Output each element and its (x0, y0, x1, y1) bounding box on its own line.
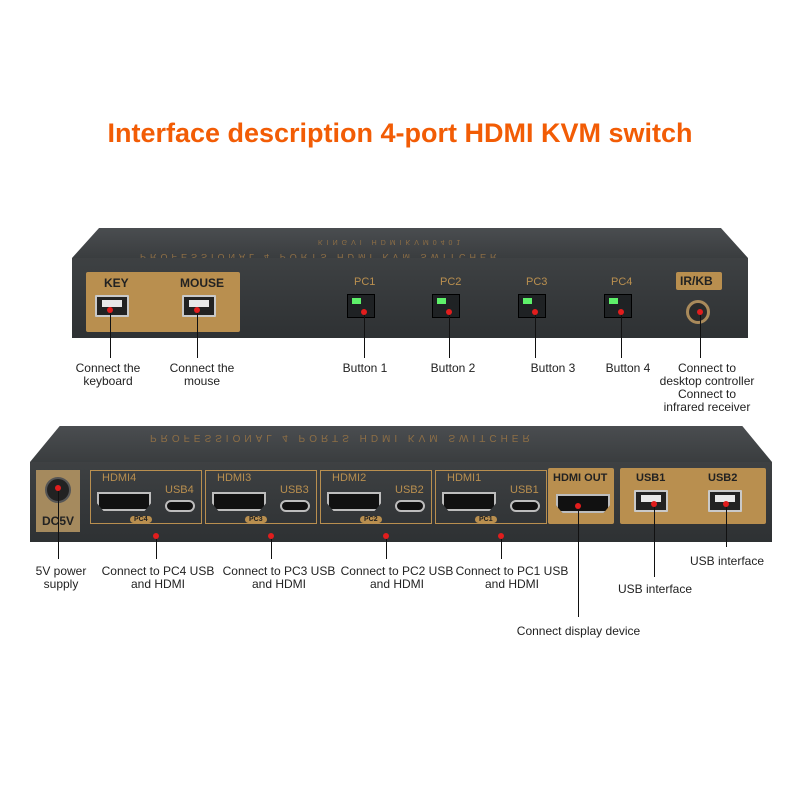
usb1-caption: USB interface (617, 582, 693, 596)
button4-leader (621, 315, 622, 358)
key-label: KEY (104, 276, 129, 290)
pc1-tag: PC1 (475, 516, 497, 523)
button1-caption: Button 1 (342, 361, 388, 375)
hdmi2-group (320, 470, 432, 524)
pc4-button[interactable] (604, 294, 632, 318)
usb2-caption: USB interface (689, 554, 765, 568)
power-dot (55, 485, 61, 491)
hdmi1-port[interactable] (442, 492, 496, 511)
button4-caption: Button 4 (605, 361, 651, 375)
display-caption: Connect display device (516, 624, 641, 638)
hdmi3-port[interactable] (212, 492, 266, 511)
mouse-caption: Connect the mouse (169, 361, 235, 388)
pc3-tag: PC3 (245, 516, 267, 523)
pc1-caption: Connect to PC1 USB and HDMI (455, 564, 569, 591)
pc1-dot (498, 533, 504, 539)
button3-caption: Button 3 (530, 361, 576, 375)
pc2-dot (383, 533, 389, 539)
pc3-dot (268, 533, 274, 539)
usb1-dot (651, 501, 657, 507)
usb1-leader (654, 507, 655, 577)
mouse-leader (197, 313, 198, 358)
usb1-back-label: USB1 (510, 484, 539, 496)
usb2-back-label: USB2 (395, 484, 424, 496)
usb2-dot (723, 501, 729, 507)
power-caption: 5V power supply (35, 564, 87, 591)
pc4-caption: Connect to PC4 USB and HDMI (101, 564, 215, 591)
keyboard-dot (107, 307, 113, 313)
front-panel-top (72, 228, 748, 258)
pc4-dot (153, 533, 159, 539)
hdmi2-port[interactable] (327, 492, 381, 511)
button2-leader (449, 315, 450, 358)
pc2-tag: PC2 (360, 516, 382, 523)
hdmi4-group (90, 470, 202, 524)
pc4-led (609, 298, 618, 304)
pc4-tag: PC4 (130, 516, 152, 523)
page-title: Interface description 4-port HDMI KVM sw… (107, 118, 693, 148)
pc2-caption: Connect to PC2 USB and HDMI (340, 564, 454, 591)
pc3-caption: Connect to PC3 USB and HDMI (222, 564, 336, 591)
button3-leader (535, 315, 536, 358)
irkb-caption: Connect to desktop controller Connect to… (659, 361, 755, 414)
usb4-label: USB4 (165, 484, 194, 496)
irkb-leader (700, 315, 701, 358)
irkb-label-box (676, 272, 722, 290)
mouse-label: MOUSE (180, 276, 225, 290)
usb2-pc-port[interactable] (395, 500, 425, 512)
pc2-button[interactable] (432, 294, 460, 318)
pc2-led (437, 298, 446, 304)
pc3-label: PC3 (526, 276, 548, 288)
pc3-button[interactable] (518, 294, 546, 318)
back-header-text: PROFESSIONAL 4 PORTS HDMI KVM SWITCHER (150, 432, 534, 443)
pc1-button[interactable] (347, 294, 375, 318)
usb3-port[interactable] (280, 500, 310, 512)
button2-dot (446, 309, 452, 315)
keyboard-leader (110, 313, 111, 358)
irkb-label: IR/KB (680, 274, 713, 288)
usb1-pc-port[interactable] (510, 500, 540, 512)
front-brand-text: KINGVI HDMIKVM0401 (318, 238, 465, 245)
hdmi-out-port[interactable] (556, 494, 610, 513)
hdmi4-label: HDMI4 (102, 472, 137, 484)
usb4-port[interactable] (165, 500, 195, 512)
usb2-leader (726, 507, 727, 547)
pc2-leader (386, 539, 387, 559)
pc4-leader (156, 539, 157, 559)
pc3-leader (271, 539, 272, 559)
display-leader (578, 509, 579, 617)
usb1-hub-label: USB1 (636, 472, 666, 484)
hdmi4-port[interactable] (97, 492, 151, 511)
pc1-leader (501, 539, 502, 559)
hdmi2-label: HDMI2 (332, 472, 367, 484)
pc2-label: PC2 (440, 276, 462, 288)
back-panel-top (30, 426, 772, 462)
hdmi-out-label: HDMI OUT (553, 472, 608, 484)
button1-dot (361, 309, 367, 315)
button2-caption: Button 2 (430, 361, 476, 375)
hdmi3-group (205, 470, 317, 524)
power-leader (58, 491, 59, 559)
mouse-dot (194, 307, 200, 313)
mouse-usb-port[interactable] (182, 295, 216, 317)
keyboard-caption: Connect the keyboard (75, 361, 141, 388)
pc1-label: PC1 (354, 276, 376, 288)
pc4-label: PC4 (611, 276, 633, 288)
display-dot (575, 503, 581, 509)
hdmi1-label: HDMI1 (447, 472, 482, 484)
irkb-dot (697, 309, 703, 315)
button4-dot (618, 309, 624, 315)
button3-dot (532, 309, 538, 315)
hdmi3-label: HDMI3 (217, 472, 252, 484)
pc3-led (523, 298, 532, 304)
usb2-hub-label: USB2 (708, 472, 738, 484)
usb3-label: USB3 (280, 484, 309, 496)
button1-leader (364, 315, 365, 358)
hdmi1-group (435, 470, 547, 524)
keyboard-usb-port[interactable] (95, 295, 129, 317)
pc1-led (352, 298, 361, 304)
